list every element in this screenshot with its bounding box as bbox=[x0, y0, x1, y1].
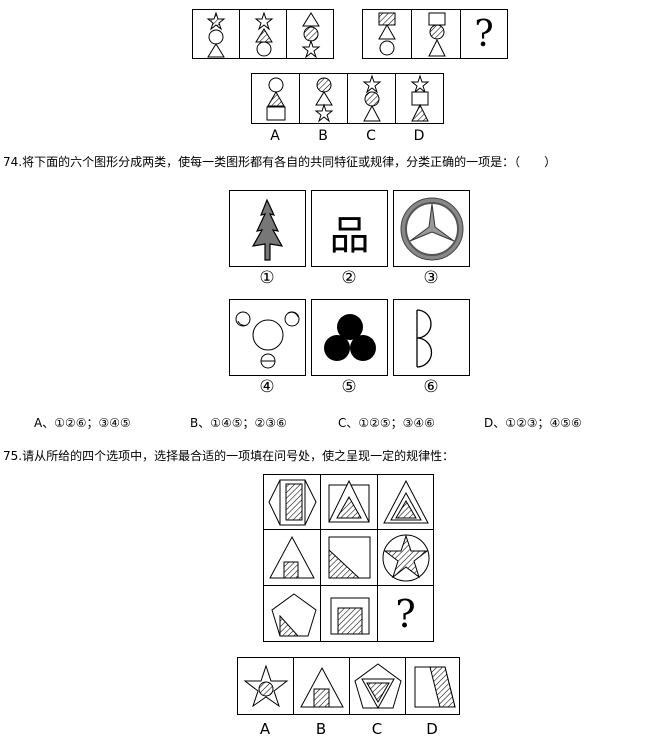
q74-label-4: ④ bbox=[259, 377, 275, 397]
q74-answer-a[interactable]: A、①②⑥；③④⑤ bbox=[34, 416, 131, 430]
q74-label-3: ③ bbox=[423, 268, 439, 288]
nested-triangles-figure bbox=[383, 479, 429, 524]
three-leaf-clover-icon bbox=[324, 314, 376, 361]
q74-figure-4-circles bbox=[229, 299, 306, 376]
circles-icon bbox=[235, 311, 300, 369]
top-option-a-figure[interactable] bbox=[251, 73, 300, 124]
top-option-label-c: C bbox=[366, 128, 376, 144]
q75-grid-cell-6 bbox=[377, 529, 434, 586]
q75-grid-cell-question: ? bbox=[377, 585, 434, 642]
q75-grid-cell-3 bbox=[377, 474, 434, 530]
q75-option-label-c: C bbox=[371, 720, 383, 738]
q74-question-text: 74.将下面的六个图形分成两类，使每一类图形都有各自的共同特征或规律，分类正确的… bbox=[3, 155, 557, 169]
q75-question-mark: ? bbox=[395, 592, 416, 636]
top-cell-1 bbox=[192, 9, 240, 59]
q75-option-c-figure[interactable] bbox=[349, 657, 406, 715]
top-cell-question: ? bbox=[460, 9, 508, 59]
top-cell-4 bbox=[362, 9, 412, 59]
square-hatched-corner-triangle-figure bbox=[328, 536, 371, 579]
star-triangle-circle-figure bbox=[254, 11, 274, 57]
top-option-b-figure[interactable] bbox=[299, 73, 348, 124]
q74-label-6: ⑥ bbox=[423, 377, 439, 397]
q75-option-label-b: B bbox=[315, 720, 327, 738]
square-triangle-circle-figure bbox=[378, 12, 396, 56]
hexagon-hatched-rect-figure bbox=[268, 479, 317, 526]
q75-grid-cell-4 bbox=[263, 529, 321, 586]
q75-question-text: 75.请从所给的四个选项中，选择最合适的一项填在问号处，使之呈现一定的规律性： bbox=[3, 449, 455, 463]
q74-label-5: ⑤ bbox=[341, 377, 357, 397]
q75-grid-cell-7 bbox=[263, 585, 321, 642]
pentagon-hatched-triangle-figure bbox=[271, 593, 317, 637]
top-option-label-d: D bbox=[413, 128, 425, 144]
q74-figure-1-tree bbox=[229, 190, 306, 267]
star-circle-triangle-figure bbox=[206, 11, 226, 58]
q75-grid-cell-1 bbox=[263, 474, 321, 530]
q75-grid-cell-5 bbox=[320, 529, 378, 586]
q74-answer-c[interactable]: C、①②⑤；③④⑥ bbox=[338, 416, 435, 430]
q74-label-2: ② bbox=[341, 268, 357, 288]
q75-grid-cell-8 bbox=[320, 585, 378, 642]
tree-icon bbox=[251, 198, 284, 261]
circle-hatched-star-figure bbox=[382, 534, 430, 582]
q75-option-a-figure[interactable] bbox=[237, 657, 294, 715]
top-option-d-figure[interactable] bbox=[395, 73, 444, 124]
triangle-circle-star-figure bbox=[301, 12, 321, 59]
pin-character: 品 bbox=[329, 213, 370, 259]
top-cell-2 bbox=[239, 9, 287, 59]
q74-figure-3-emblem bbox=[393, 190, 470, 267]
q75-grid-cell-2 bbox=[320, 474, 378, 530]
q74-figure-2-pin: 品 bbox=[311, 190, 388, 267]
letter-b-shape-icon bbox=[416, 309, 433, 368]
triangle-hatched-square-figure bbox=[269, 535, 315, 579]
q75-option-b-figure[interactable] bbox=[293, 657, 350, 715]
q75-option-label-d: D bbox=[426, 720, 438, 738]
question-mark: ? bbox=[474, 14, 494, 55]
nested-squares-figure bbox=[330, 597, 370, 635]
top-option-label-a: A bbox=[270, 128, 280, 144]
q74-figure-5-clover bbox=[311, 299, 388, 376]
top-option-label-b: B bbox=[318, 128, 328, 144]
square-hatched-triangle-figure bbox=[328, 479, 370, 523]
q75-option-label-a: A bbox=[259, 720, 271, 738]
top-cell-3 bbox=[286, 9, 334, 59]
q74-figure-6-letter-b bbox=[393, 299, 470, 376]
q75-option-d-figure[interactable] bbox=[405, 657, 460, 715]
top-option-c-figure[interactable] bbox=[347, 73, 396, 124]
square-circle-triangle-figure bbox=[428, 12, 446, 57]
q74-label-1: ① bbox=[259, 268, 275, 288]
top-cell-5 bbox=[411, 9, 461, 59]
q74-answer-b[interactable]: B、①④⑤；②③⑥ bbox=[190, 416, 287, 430]
three-point-star-emblem-icon bbox=[400, 197, 464, 261]
q74-answer-d[interactable]: D、①②③；④⑤⑥ bbox=[484, 416, 582, 430]
